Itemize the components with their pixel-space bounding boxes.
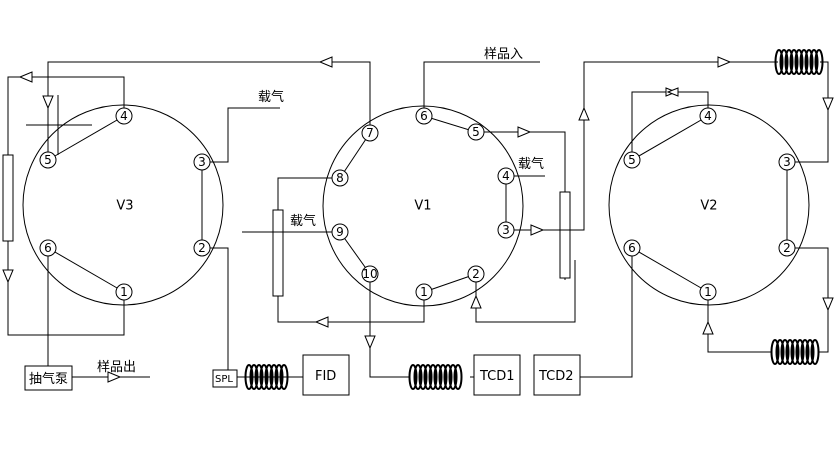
coil-column-2 [408, 364, 463, 390]
carrier-gas-label-v1-right: 载气 [518, 156, 544, 172]
valve-v1-port-label-8: 8 [336, 171, 344, 185]
valve-v1-port-6 [415, 107, 433, 125]
column-v1-left [272, 209, 284, 297]
arrow-right-icon [717, 56, 732, 68]
valve-v2: V2 [608, 104, 810, 306]
labels: 载气 载气 载气 样品入 样品出 [97, 47, 544, 375]
valve-v3-port-label-3: 3 [198, 155, 206, 169]
valve-v1-port-label-10: 10 [362, 267, 377, 281]
valve-v2-port-6 [623, 239, 641, 257]
valve-v3-port-3 [193, 153, 211, 171]
valve-v2-port-label-2: 2 [783, 241, 791, 255]
tcd2-box [533, 354, 581, 396]
arrow-down-icon [2, 269, 14, 284]
flow-arrows [2, 56, 834, 383]
arrow-left-icon [318, 56, 333, 68]
valve-v2-port-2 [778, 239, 796, 257]
valve-v1-label: V1 [414, 199, 431, 214]
valve-v1-port-10 [361, 265, 379, 283]
arrow-left-icon [18, 71, 33, 83]
valve-v2-port-label-5: 5 [628, 153, 636, 167]
valve-v2-port-label-3: 3 [783, 155, 791, 169]
valve-v1-port-2 [467, 265, 485, 283]
arrow-right-icon [107, 371, 122, 383]
valve-v2-port-label-1: 1 [704, 285, 712, 299]
arrow-up-icon [470, 294, 482, 309]
arrow-up-icon [702, 320, 714, 335]
valve-v3-port-label-4: 4 [120, 109, 128, 123]
arrow-left-icon [666, 87, 679, 97]
valve-v1-port-label-6: 6 [420, 109, 428, 123]
valve-v3-port-label-2: 2 [198, 241, 206, 255]
carrier-gas-label-v3: 载气 [258, 89, 284, 105]
valve-v2-port-1 [699, 283, 717, 301]
carrier-gas-label-v1-left: 载气 [290, 213, 316, 229]
valve-v2-port-label-6: 6 [628, 241, 636, 255]
valve-v3-port-label-6: 6 [44, 241, 52, 255]
arrow-down-icon [822, 297, 834, 312]
fid-label: FID [315, 369, 336, 384]
valve-v1-port-label-9: 9 [336, 225, 344, 239]
valve-v2-label: V2 [700, 199, 717, 214]
valve-v3-port-4 [115, 107, 133, 125]
piping [2, 61, 829, 378]
arrow-up-icon [578, 106, 590, 121]
valve-v1: V1 [322, 105, 524, 307]
valve-v3-port-2 [193, 239, 211, 257]
column-v1-right [559, 191, 571, 279]
valve-v1-port-label-5: 5 [472, 125, 480, 139]
valve-v1-port-8 [331, 169, 349, 187]
valve-v1-port-3 [497, 221, 515, 239]
tcd1-label: TCD1 [479, 369, 515, 384]
sample-out-label: 样品出 [97, 360, 136, 375]
arrow-down-icon [42, 95, 54, 110]
valve-v2-port-3 [778, 153, 796, 171]
pump-label: 抽气泵 [29, 371, 68, 387]
valve-v3-port-label-5: 5 [44, 153, 52, 167]
valve-v1-port-label-3: 3 [502, 223, 510, 237]
arrow-right-icon [530, 224, 545, 236]
pump-box [24, 365, 73, 391]
coil-column-4 [770, 339, 820, 365]
valve-ports: 1 2 3 4 5 6 1 2 3 4 5 6 7 8 9 10 1 2 3 4 5 6 [39, 107, 796, 301]
arrow-down-icon [822, 97, 834, 112]
valve-v1-port-9 [331, 223, 349, 241]
valve-v3-port-label-1: 1 [120, 285, 128, 299]
column-v3-left [2, 154, 14, 242]
valve-v3-port-1 [115, 283, 133, 301]
valve-v3: V3 [22, 104, 224, 306]
valve-v1-port-label-1: 1 [420, 285, 428, 299]
valve-v1-port-label-7: 7 [366, 126, 374, 140]
arrow-down-icon [364, 335, 376, 350]
valve-v1-port-4 [497, 167, 515, 185]
coil-column-3 [774, 49, 824, 75]
components: 抽气泵 SPL FID TCD1 TCD2 [24, 354, 581, 396]
valve-v1-port-label-4: 4 [502, 169, 510, 183]
valve-v1-port-1 [415, 283, 433, 301]
tcd2-label: TCD2 [538, 369, 574, 384]
arrow-left-icon [314, 316, 329, 328]
valve-v2-port-5 [623, 151, 641, 169]
valve-v3-label: V3 [116, 199, 133, 214]
valve-v3-port-6 [39, 239, 57, 257]
valve-v3-port-5 [39, 151, 57, 169]
spl-box [212, 369, 238, 388]
tcd1-box [473, 354, 521, 396]
sample-in-label: 样品入 [484, 47, 523, 62]
coil-column-1 [244, 364, 289, 390]
valve-v2-port-label-4: 4 [704, 109, 712, 123]
valve-v1-port-5 [467, 123, 485, 141]
arrow-right-icon [517, 126, 532, 138]
valve-v1-port-label-2: 2 [472, 267, 480, 281]
spl-label: SPL [215, 374, 233, 385]
valve-v2-port-4 [699, 107, 717, 125]
fid-box [302, 354, 350, 396]
coil-columns [244, 49, 824, 390]
valve-v1-port-7 [361, 124, 379, 142]
